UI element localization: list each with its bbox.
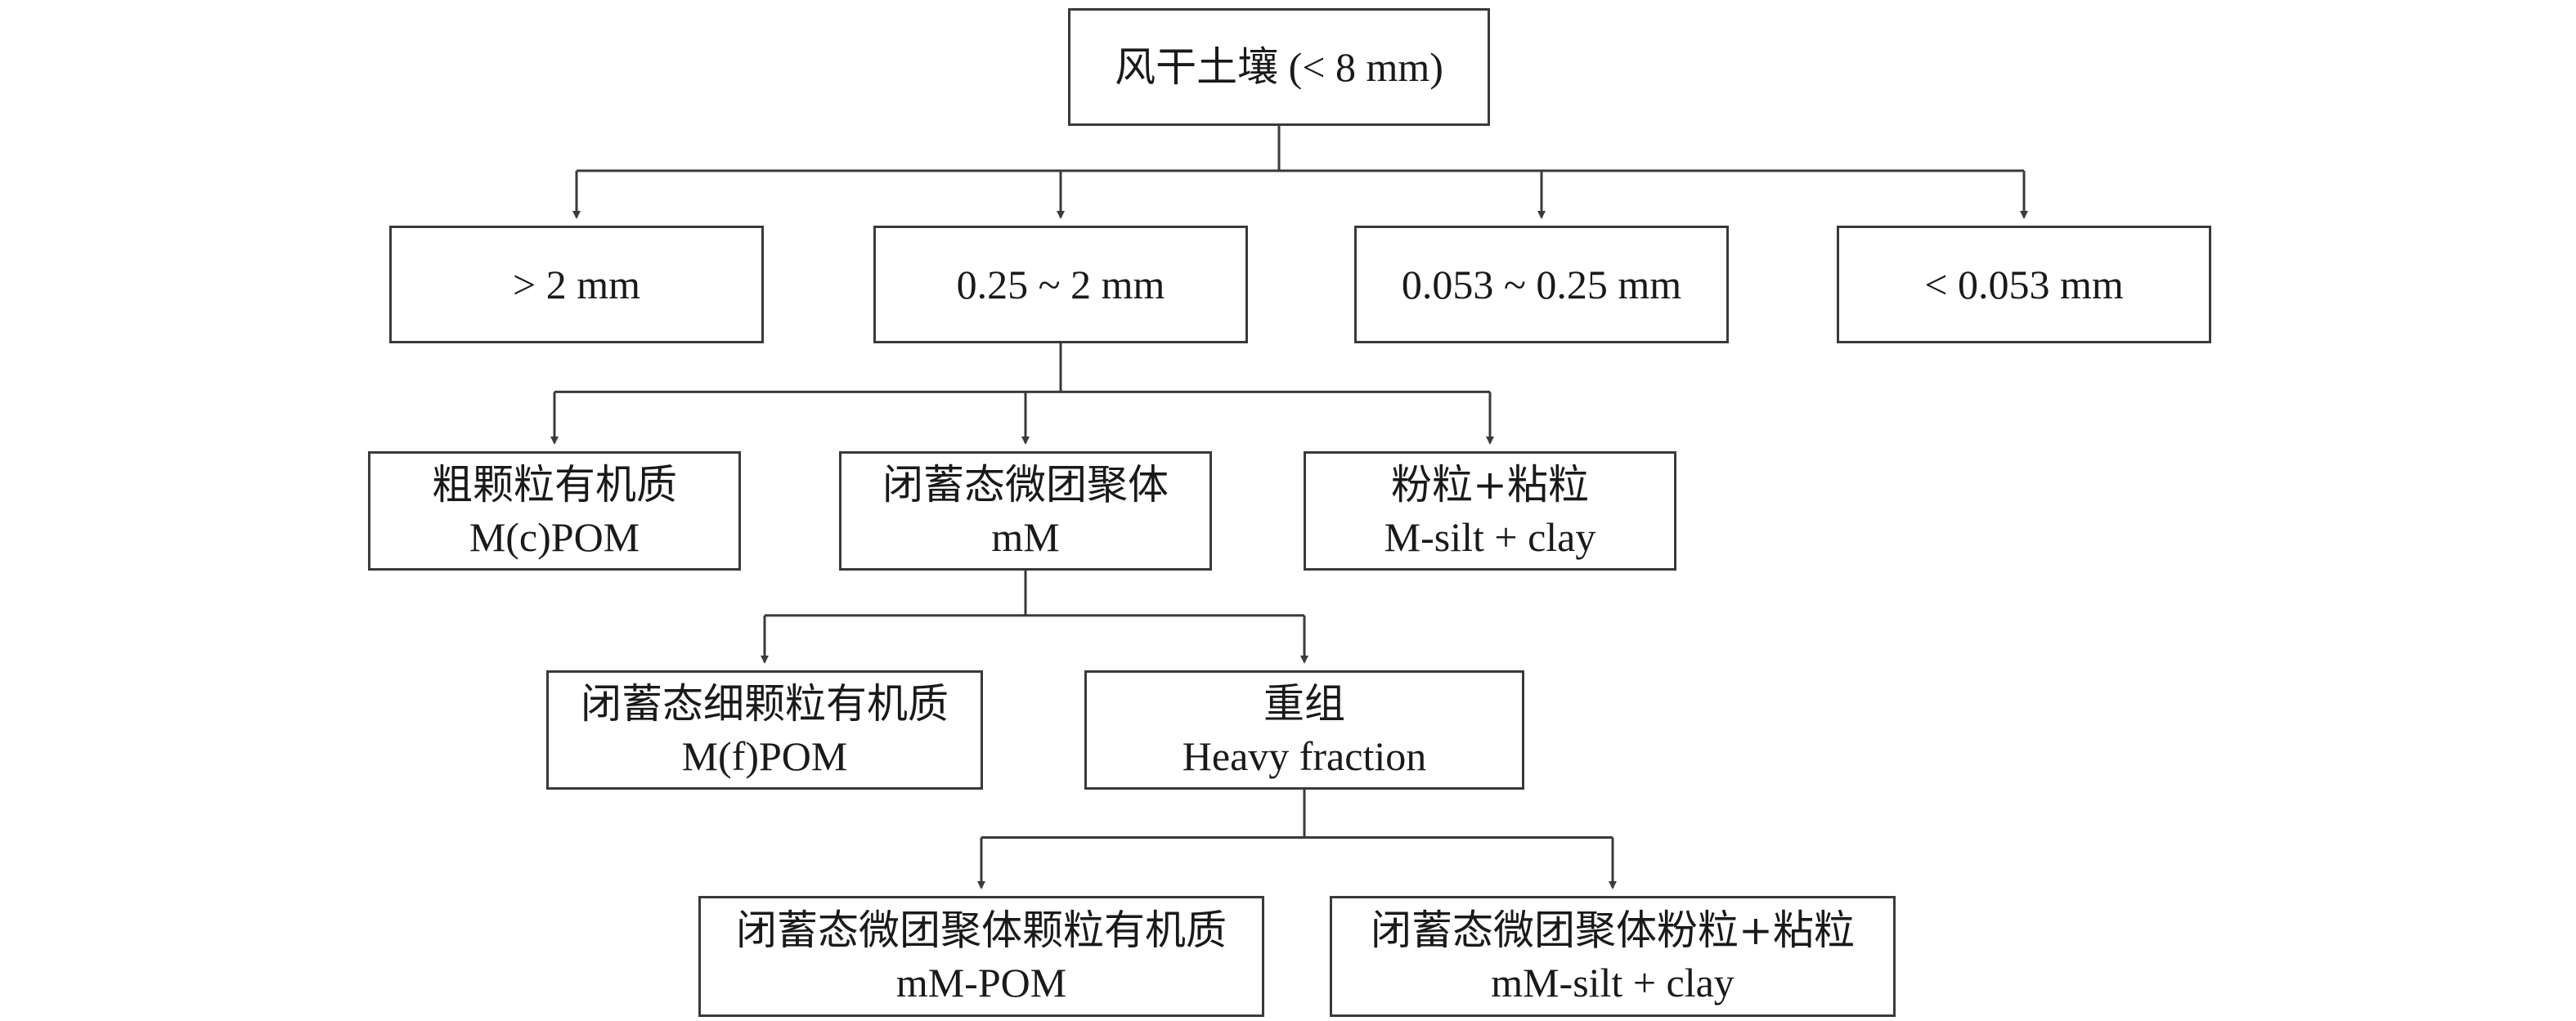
fraction-label-cn: 闭蓄态细颗粒有机质 <box>581 680 949 728</box>
fraction-occluded-microaggregate: 闭蓄态微团聚体 mM <box>839 451 1212 571</box>
fraction-occluded-fine-pom: 闭蓄态细颗粒有机质 M(f)POM <box>546 670 983 790</box>
fraction-label-cn: 闭蓄态微团聚体 <box>882 461 1169 508</box>
fraction-label-cn: 粗颗粒有机质 <box>432 461 677 508</box>
fraction-microaggregate-pom: 闭蓄态微团聚体颗粒有机质 mM-POM <box>698 896 1264 1017</box>
size-class-0-25-to-2mm: 0.25 ~ 2 mm <box>873 226 1248 343</box>
fraction-silt-clay: 粉粒+粘粒 M-silt + clay <box>1304 451 1676 571</box>
size-class-label: > 2 mm <box>513 262 640 307</box>
size-class-gt-2mm: > 2 mm <box>389 226 764 343</box>
fraction-heavy: 重组 Heavy fraction <box>1084 670 1524 790</box>
fraction-label-en: mM <box>991 514 1060 560</box>
size-class-label: 0.053 ~ 0.25 mm <box>1401 262 1682 307</box>
size-class-label: 0.25 ~ 2 mm <box>956 262 1165 307</box>
fraction-label-en: Heavy fraction <box>1182 733 1427 779</box>
root-node-air-dried-soil: 风干土壤 (< 8 mm) <box>1068 8 1490 126</box>
size-class-label: < 0.053 mm <box>1924 262 2124 307</box>
root-node-label: 风干土壤 (< 8 mm) <box>1115 44 1443 90</box>
fraction-label-en: M(f)POM <box>681 733 848 779</box>
fraction-label-en: mM-POM <box>895 960 1067 1005</box>
fraction-label-cn: 重组 <box>1263 680 1345 728</box>
fraction-microaggregate-silt-clay: 闭蓄态微团聚体粉粒+粘粒 mM-silt + clay <box>1330 896 1896 1017</box>
fraction-label-en: M-silt + clay <box>1384 514 1596 560</box>
fraction-label-cn: 闭蓄态微团聚体粉粒+粘粒 <box>1371 907 1855 954</box>
fraction-label-cn: 闭蓄态微团聚体颗粒有机质 <box>736 907 1227 954</box>
fraction-label-cn: 粉粒+粘粒 <box>1391 461 1589 508</box>
size-class-lt-0-053mm: < 0.053 mm <box>1837 226 2211 343</box>
fraction-coarse-pom: 粗颗粒有机质 M(c)POM <box>368 451 741 571</box>
fraction-label-en: mM-silt + clay <box>1491 960 1735 1005</box>
size-class-0-053-to-0-25mm: 0.053 ~ 0.25 mm <box>1354 226 1729 343</box>
fraction-label-en: M(c)POM <box>469 514 640 560</box>
